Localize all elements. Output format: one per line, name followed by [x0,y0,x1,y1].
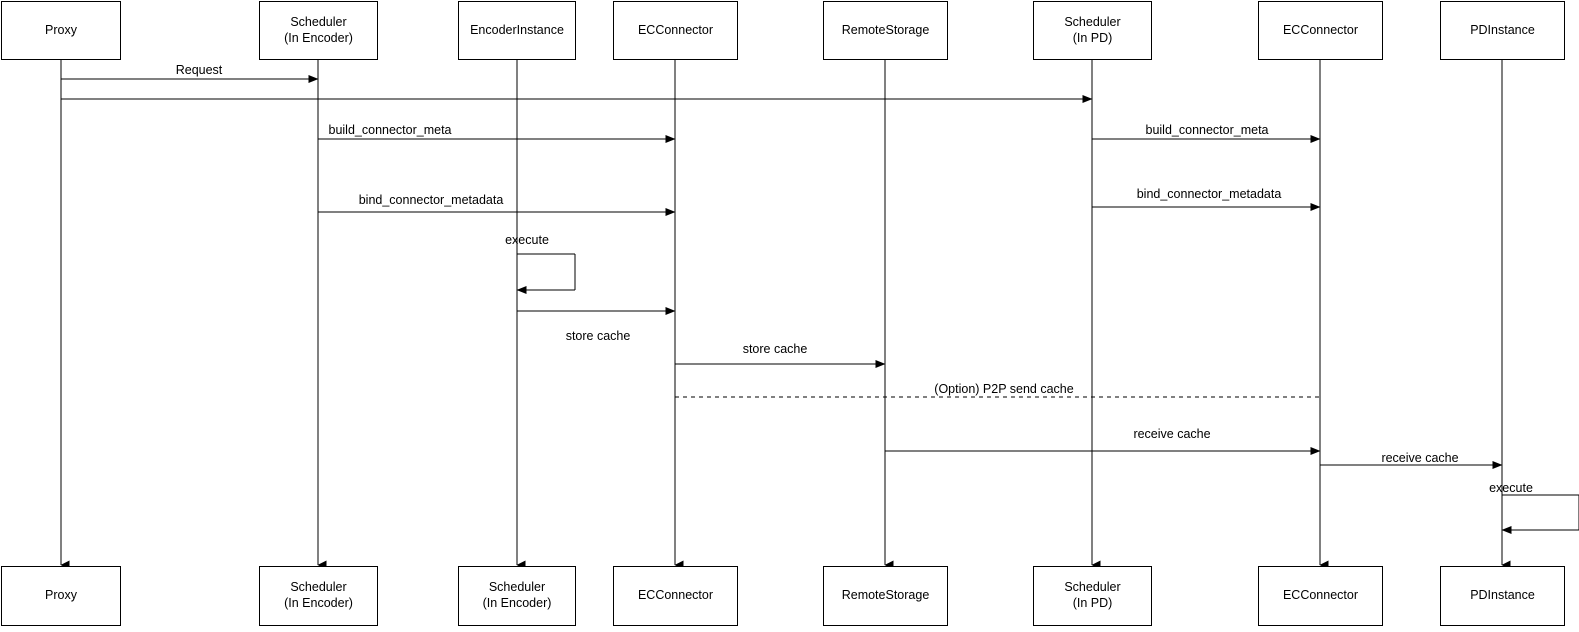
participant-bottom-encoder_inst: Scheduler (In Encoder) [458,566,576,626]
messages-group [61,75,1579,534]
message-label-m5: bind_connector_metadata [358,193,504,207]
participant-top-sched_enc: Scheduler (In Encoder) [259,1,378,60]
message-label-m4: build_connector_meta [1145,123,1269,137]
participant-top-remote_store: RemoteStorage [823,1,948,60]
message-label-m10: receive cache [1381,451,1459,465]
message-label-m8: store cache [742,342,808,356]
message-label-s1: execute [505,233,549,247]
participant-bottom-remote_store: RemoteStorage [823,566,948,626]
participant-bottom-proxy: Proxy [1,566,121,626]
message-label-m9: receive cache [1133,427,1211,441]
participant-bottom-ec_conn_r: ECConnector [1258,566,1383,626]
message-label-m3: build_connector_meta [328,123,452,137]
participant-top-ec_conn_r: ECConnector [1258,1,1383,60]
message-label-m6: bind_connector_metadata [1136,187,1282,201]
message-label-m7: store cache [565,329,631,343]
participant-bottom-pd_inst: PDInstance [1440,566,1565,626]
participant-top-proxy: Proxy [1,1,121,60]
message-label-s2: execute [1489,481,1533,495]
participant-bottom-sched_pd: Scheduler (In PD) [1033,566,1152,626]
message-label-d1: (Option) P2P send cache [934,382,1074,396]
lifelines-group [60,60,1511,570]
participant-bottom-sched_enc: Scheduler (In Encoder) [259,566,378,626]
participant-top-ec_conn_l: ECConnector [613,1,738,60]
participant-bottom-ec_conn_l: ECConnector [613,566,738,626]
participant-top-pd_inst: PDInstance [1440,1,1565,60]
participant-top-sched_pd: Scheduler (In PD) [1033,1,1152,60]
message-label-m1: Request [175,63,223,77]
participant-top-encoder_inst: EncoderInstance [458,1,576,60]
